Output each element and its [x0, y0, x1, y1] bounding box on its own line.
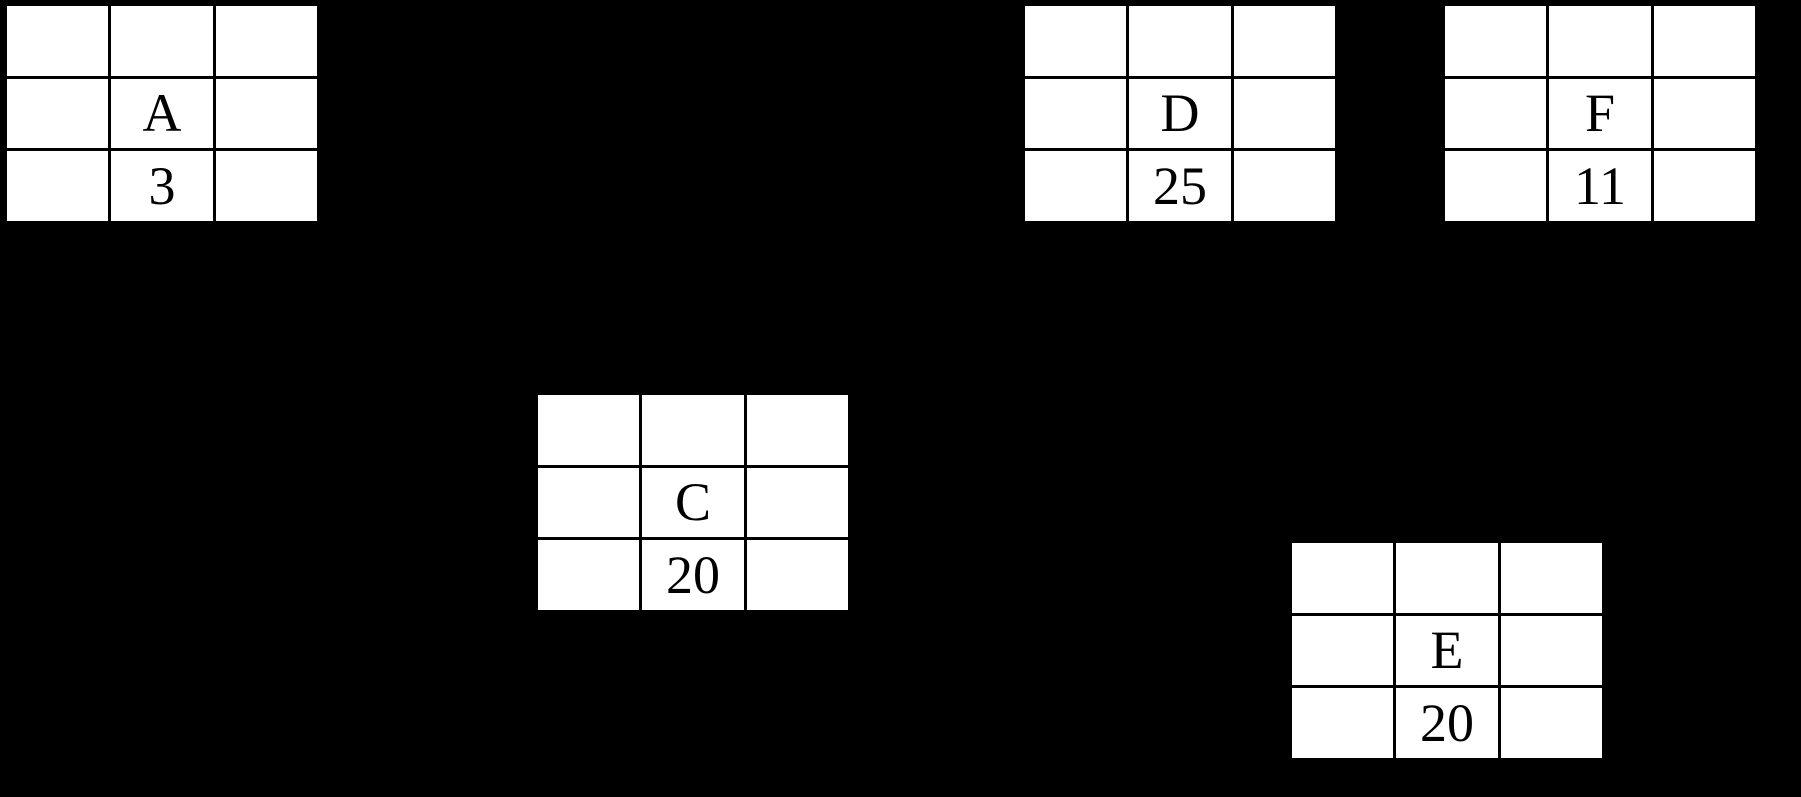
grid-d-cell-r1c2[interactable] [1129, 6, 1231, 76]
grid-c-cell-r1c1[interactable] [538, 395, 640, 465]
grid-e-value[interactable]: 20 [1396, 688, 1498, 758]
grid-f-cell-r2c1[interactable] [1445, 78, 1547, 149]
grid-f-cell-r1c2[interactable] [1549, 6, 1651, 76]
grid-e-cell-r3c3[interactable] [1500, 688, 1602, 758]
grid-a-cell-r1c1[interactable] [7, 6, 109, 76]
grid-a[interactable]: A 3 [5, 4, 319, 223]
grid-a-cell-r3c1[interactable] [7, 151, 109, 221]
grid-d-cell-r3c1[interactable] [1025, 151, 1127, 221]
grid-a-cell-r2c3[interactable] [215, 78, 317, 149]
grid-a-cell-r1c2[interactable] [111, 6, 213, 76]
grid-e-cell-r2c3[interactable] [1500, 615, 1602, 686]
grid-f-label[interactable]: F [1549, 78, 1651, 149]
grid-d-cell-r3c3[interactable] [1233, 151, 1335, 221]
grid-a-label[interactable]: A [111, 78, 213, 149]
grid-f-cell-r3c3[interactable] [1653, 151, 1755, 221]
grid-f-cell-r2c3[interactable] [1653, 78, 1755, 149]
grid-c-cell-r1c2[interactable] [642, 395, 744, 465]
grid-d[interactable]: D 25 [1023, 4, 1337, 223]
grid-c-cell-r3c3[interactable] [746, 540, 848, 610]
grid-e-label[interactable]: E [1396, 615, 1498, 686]
grid-e-cell-r3c1[interactable] [1292, 688, 1394, 758]
grid-e-cell-r1c1[interactable] [1292, 543, 1394, 613]
grid-d-cell-r1c1[interactable] [1025, 6, 1127, 76]
grid-d-label[interactable]: D [1129, 78, 1231, 149]
grid-f-cell-r3c1[interactable] [1445, 151, 1547, 221]
grid-f-cell-r1c3[interactable] [1653, 6, 1755, 76]
grid-a-cell-r3c3[interactable] [215, 151, 317, 221]
grid-d-value[interactable]: 25 [1129, 151, 1231, 221]
grid-d-cell-r2c1[interactable] [1025, 78, 1127, 149]
grid-f-value[interactable]: 11 [1549, 151, 1651, 221]
grid-f-cell-r1c1[interactable] [1445, 6, 1547, 76]
grid-c-cell-r3c1[interactable] [538, 540, 640, 610]
grid-e-cell-r1c2[interactable] [1396, 543, 1498, 613]
grid-c-cell-r1c3[interactable] [746, 395, 848, 465]
grid-d-cell-r1c3[interactable] [1233, 6, 1335, 76]
grid-c-cell-r2c3[interactable] [746, 467, 848, 538]
grid-a-value[interactable]: 3 [111, 151, 213, 221]
grid-d-cell-r2c3[interactable] [1233, 78, 1335, 149]
grid-e-cell-r2c1[interactable] [1292, 615, 1394, 686]
grid-c-label[interactable]: C [642, 467, 744, 538]
grid-c-cell-r2c1[interactable] [538, 467, 640, 538]
grid-c-value[interactable]: 20 [642, 540, 744, 610]
grid-e[interactable]: E 20 [1290, 541, 1604, 760]
grid-e-cell-r1c3[interactable] [1500, 543, 1602, 613]
grid-f[interactable]: F 11 [1443, 4, 1757, 223]
grid-c[interactable]: C 20 [536, 393, 850, 612]
grid-a-cell-r1c3[interactable] [215, 6, 317, 76]
grid-a-cell-r2c1[interactable] [7, 78, 109, 149]
